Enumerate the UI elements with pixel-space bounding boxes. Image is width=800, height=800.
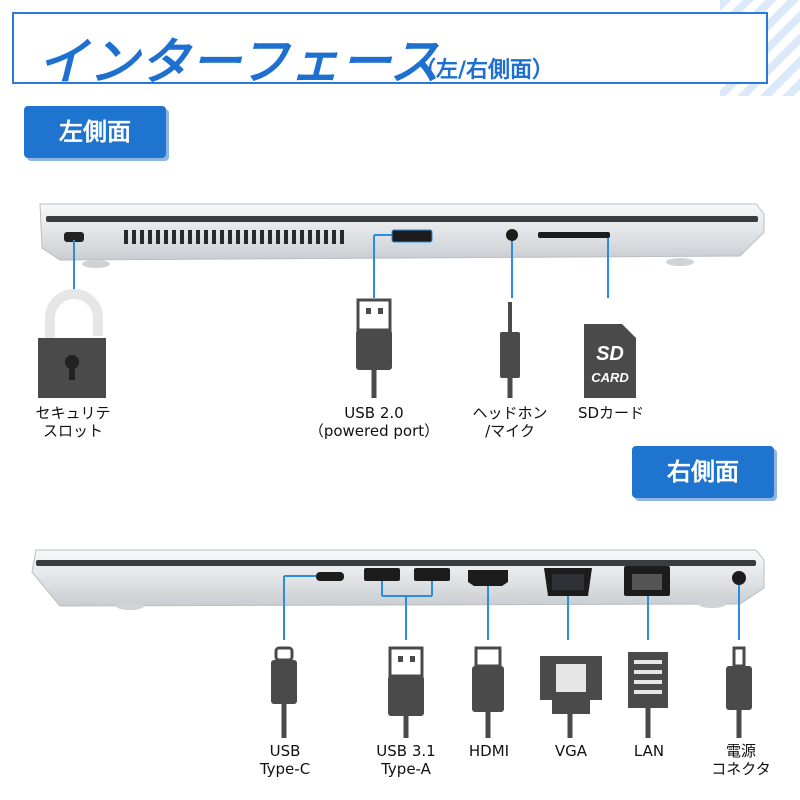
sd-card-label-sd: SD <box>596 343 624 365</box>
vent-slot <box>308 230 312 244</box>
usb31-port-1 <box>364 568 400 581</box>
headphone-port <box>506 229 518 241</box>
label-usb2: USB 2.0 （powered port） <box>308 404 440 440</box>
vga-plug-icon <box>540 656 602 738</box>
left-side-badge: 左側面 <box>24 106 166 158</box>
vent-slot <box>268 230 272 244</box>
power-port <box>732 571 746 585</box>
vent-slot <box>244 230 248 244</box>
right-side-badge: 右側面 <box>632 446 774 498</box>
vent-slot <box>140 230 144 244</box>
vent-slot <box>324 230 328 244</box>
vent-slot <box>124 230 128 244</box>
label-hdmi: HDMI <box>468 742 510 760</box>
vent-slot <box>180 230 184 244</box>
left-vents <box>124 230 344 244</box>
sd-card-icon: SD CARD <box>584 324 636 398</box>
page-subtitle: （左/右側面） <box>414 58 555 83</box>
usb2-port <box>391 229 433 243</box>
page-title: インターフェース <box>38 33 441 91</box>
vent-slot <box>132 230 136 244</box>
vent-slot <box>260 230 264 244</box>
label-sd-card: SDカード <box>577 404 645 422</box>
vent-slot <box>236 230 240 244</box>
vent-slot <box>156 230 160 244</box>
usb31-plug-icon <box>388 646 424 738</box>
audio-jack-icon <box>500 302 520 398</box>
sd-card-label-card: CARD <box>591 370 629 385</box>
vent-slot <box>292 230 296 244</box>
label-usb31: USB 3.1 Type-A <box>376 742 436 778</box>
vent-slot <box>340 230 344 244</box>
vent-slot <box>204 230 208 244</box>
hdmi-plug-icon <box>472 646 504 738</box>
usbc-port <box>316 572 344 581</box>
usb-plug-icon <box>356 298 392 398</box>
vent-slot <box>172 230 176 244</box>
label-usbc: USB Type-C <box>259 742 311 778</box>
vent-slot <box>252 230 256 244</box>
dc-plug-icon <box>726 646 752 738</box>
label-vga: VGA <box>554 742 588 760</box>
vent-slot <box>284 230 288 244</box>
vent-slot <box>212 230 216 244</box>
label-power: 電源 コネクタ <box>711 742 771 778</box>
label-lan: LAN <box>633 742 665 760</box>
usb31-port-2 <box>414 568 450 581</box>
label-headphone: ヘッドホン /マイク <box>472 404 548 440</box>
usbc-plug-icon <box>271 646 297 738</box>
vent-slot <box>276 230 280 244</box>
label-security-slot: セキュリテ スロット <box>35 404 111 440</box>
sd-slot <box>538 232 610 238</box>
vent-slot <box>188 230 192 244</box>
vent-slot <box>164 230 168 244</box>
vent-slot <box>300 230 304 244</box>
lock-icon <box>38 289 106 398</box>
security-slot <box>64 232 84 242</box>
header-banner: インターフェース （左/右側面） <box>12 12 768 91</box>
vent-slot <box>196 230 200 244</box>
vent-slot <box>316 230 320 244</box>
vent-slot <box>148 230 152 244</box>
vent-slot <box>332 230 336 244</box>
lan-plug-icon <box>628 652 668 738</box>
vent-slot <box>220 230 224 244</box>
hdmi-port <box>468 570 508 586</box>
vent-slot <box>228 230 232 244</box>
